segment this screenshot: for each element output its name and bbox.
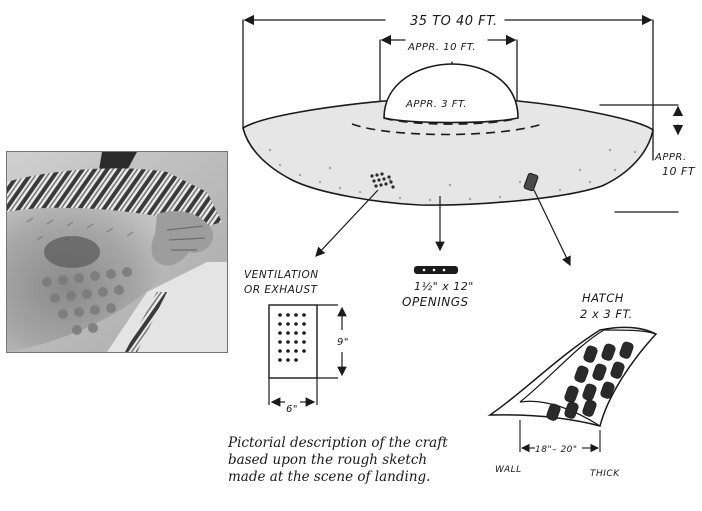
- hatch-wall-edge: [519, 329, 605, 403]
- arm-photo-image: [7, 152, 227, 352]
- vent-patch: [370, 172, 395, 189]
- vent-leader-arrow: [315, 189, 379, 257]
- thick-label: THICK: [590, 469, 620, 479]
- body-rim-dashed: [351, 123, 543, 136]
- wall-label: WALL: [495, 465, 522, 475]
- vent-dot-grid: [278, 313, 306, 362]
- dome-height-label: APPR. 3 FT.: [405, 99, 467, 110]
- dome-width-label: APPR. 10 FT.: [407, 42, 476, 53]
- vent-width-label: 6": [286, 404, 298, 415]
- saucer-shading: [268, 148, 637, 202]
- caption-line-2: based upon the rough sketch: [228, 452, 428, 468]
- openings-label-line2: OPENINGS: [402, 295, 469, 309]
- vent-label-line2: OR EXHAUST: [244, 284, 319, 296]
- hatch-label-line2: 2 x 3 FT.: [580, 307, 633, 321]
- hatch-holes: [546, 341, 634, 421]
- height-label-line1: APPR.: [654, 152, 687, 163]
- hatch-leader-arrow: [533, 189, 571, 267]
- overall-width-label: 35 TO 40 FT.: [410, 14, 498, 29]
- hatch-patch: [523, 172, 539, 192]
- vent-label-line1: VENTILATION: [244, 269, 319, 281]
- vent-height-label: 9": [337, 337, 349, 348]
- hatch-bottom-edge: [519, 400, 601, 427]
- saucer-body: [242, 99, 654, 206]
- slot-opening: [414, 266, 458, 274]
- slot-opening-dots: [422, 268, 446, 272]
- caption-line-1: Pictorial description of the craft: [228, 435, 448, 451]
- figure-caption: Pictorial description of the craft based…: [228, 435, 528, 486]
- hatch-label-line1: HATCH: [582, 291, 624, 305]
- vent-detail-panel: [268, 304, 318, 379]
- wall-thickness-label: 18"– 20": [535, 445, 578, 455]
- arm-photograph: [6, 151, 228, 353]
- height-label-line2: 10 FT: [662, 165, 696, 178]
- caption-line-3: made at the scene of landing.: [228, 469, 431, 485]
- dome-rim-dashed: [383, 117, 519, 125]
- openings-label-line1: 1½" x 12": [414, 280, 474, 293]
- saucer-dome: [383, 63, 519, 124]
